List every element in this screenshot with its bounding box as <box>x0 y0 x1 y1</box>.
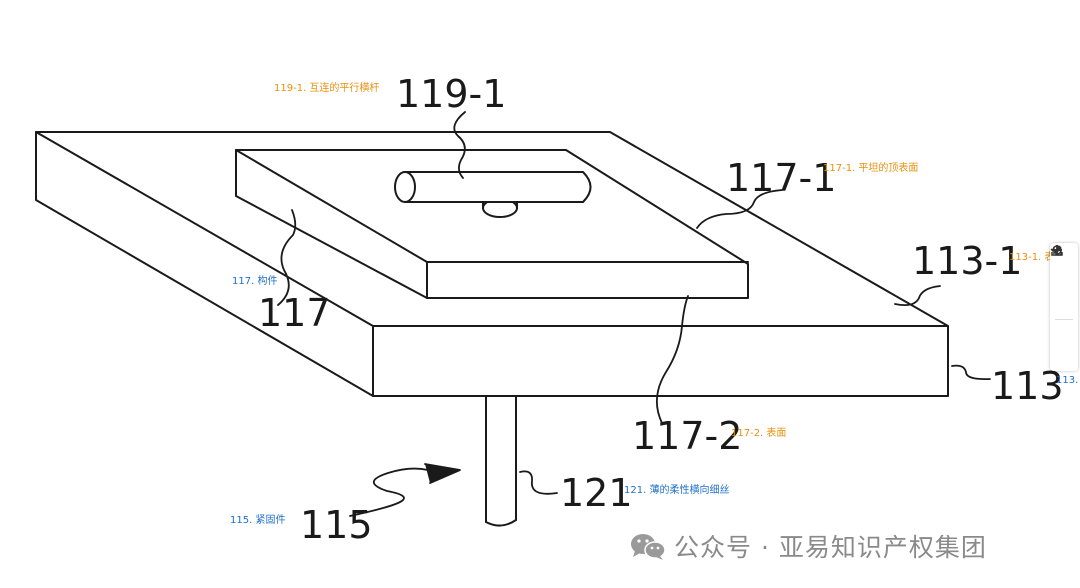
download-button[interactable] <box>1051 245 1076 370</box>
edit-button[interactable] <box>1052 245 1076 346</box>
label-117-2: 117-2 <box>632 414 742 458</box>
label-119-1: 119-1 <box>396 72 506 116</box>
zoom-out-button[interactable] <box>1052 249 1076 295</box>
download-icon <box>1051 245 1063 256</box>
annotation-115: 115. 紧固件 <box>230 515 286 526</box>
watermark-text: 公众号 · 亚易知识产权集团 <box>674 533 987 562</box>
annotation-113-1: 113-1. 表 <box>1009 252 1055 263</box>
image-toolbar <box>1050 243 1078 371</box>
leader-lines <box>277 111 991 517</box>
label-113-1: 113-1 <box>912 239 1022 283</box>
reset-button[interactable] <box>1050 245 1076 319</box>
annotation-119-1: 119-1. 互连的平行横杆 <box>274 83 380 94</box>
toolbar-divider <box>1055 319 1073 320</box>
label-115: 115 <box>300 503 373 547</box>
label-117-1: 117-1 <box>726 156 836 200</box>
annotation-117: 117. 构件 <box>232 276 278 287</box>
annotation-117-1: 117-1. 平坦的顶表面 <box>823 163 919 174</box>
member-plate <box>235 149 749 299</box>
annotation-117-2: 117-2. 表面 <box>731 428 787 439</box>
annotation-113: 113. <box>1056 375 1079 386</box>
parallel-bars <box>394 171 592 218</box>
label-113: 113 <box>991 364 1064 408</box>
wechat-icon <box>628 530 668 562</box>
watermark: 公众号 · 亚易知识产权集团 <box>628 530 987 562</box>
fastener-shaft <box>485 396 517 527</box>
annotation-121: 121. 薄的柔性横向细丝 <box>624 485 730 496</box>
label-121: 121 <box>560 471 633 515</box>
label-117: 117 <box>258 291 331 335</box>
